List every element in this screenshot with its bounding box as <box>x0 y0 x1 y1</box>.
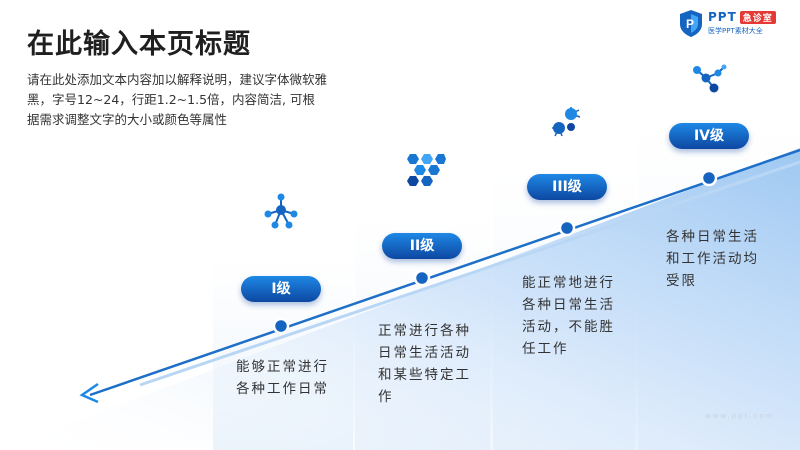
shield-icon: P <box>680 10 702 37</box>
stage-text-3: 能正常地进行各种日常生活活动，不能胜任工作 <box>522 275 615 357</box>
level-pill-4[interactable]: IV级 <box>669 123 749 149</box>
molecule-chain-icon <box>693 64 727 93</box>
stage-text-2: 正常进行各种日常生活活动和某些特定工作 <box>378 323 471 405</box>
virus-molecule-icon <box>552 107 581 137</box>
watermark: www.ppt.com <box>705 412 775 420</box>
stage-text-1: 能够正常进行各种工作日常 <box>236 359 329 397</box>
timeline-dots <box>272 169 718 335</box>
level-pill-1[interactable]: I级 <box>241 276 321 302</box>
level-pill-3[interactable]: III级 <box>527 174 607 200</box>
progress-line-shadow <box>139 160 800 387</box>
progress-line <box>89 148 800 397</box>
logo-brand: PPT <box>708 10 737 24</box>
logo-badge: 急诊室 <box>739 11 776 24</box>
level-pill-2[interactable]: II级 <box>382 233 462 259</box>
gradient-floor <box>0 148 800 450</box>
hexagon-cells-icon <box>407 154 446 186</box>
molecule-cluster-icon <box>264 193 298 229</box>
svg-text:P: P <box>686 17 694 31</box>
page-title: 在此输入本页标题 <box>27 29 251 60</box>
logo-subtitle: 医学PPT素材大全 <box>708 27 763 35</box>
stage-text-4: 各种日常生活和工作活动均受限 <box>666 229 759 289</box>
page-description: 请在此处添加文本内容加以解释说明，建议字体微软雅黑，字号12~24，行距1.2~… <box>27 72 328 127</box>
arrow-head-icon <box>79 382 99 404</box>
